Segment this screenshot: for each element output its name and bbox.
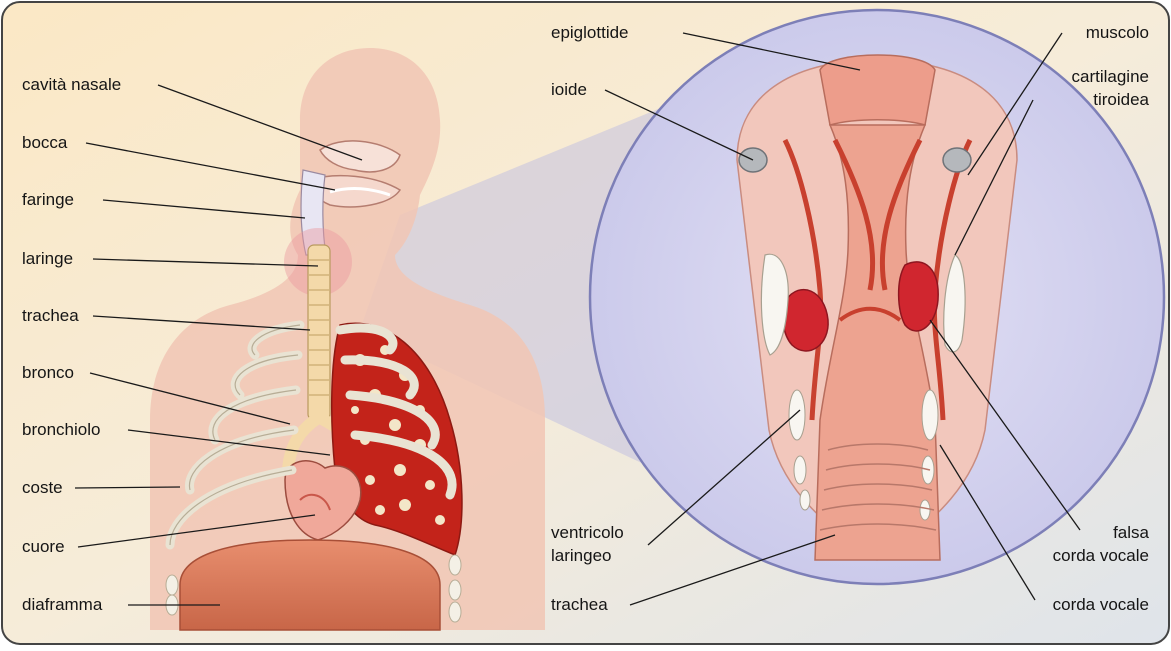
label-bronchiolo: bronchiolo	[22, 419, 100, 441]
label-corda-vocale: corda vocale	[1053, 594, 1149, 616]
larynx-inset	[590, 10, 1164, 584]
label-laringeo: laringeo	[551, 545, 612, 567]
label-coste: coste	[22, 477, 63, 499]
label-muscolo: muscolo	[1086, 22, 1149, 44]
label-laringe: laringe	[22, 248, 73, 270]
label-ventricolo: ventricolo	[551, 522, 624, 544]
label-bocca: bocca	[22, 132, 67, 154]
false-vocal-cord-right	[899, 262, 939, 331]
trachea-shape	[308, 245, 330, 420]
label-faringe: faringe	[22, 189, 74, 211]
diaphragm-shape	[180, 540, 440, 630]
label-falsa: falsa	[1113, 522, 1149, 544]
label-cuore: cuore	[22, 536, 65, 558]
label-bronco: bronco	[22, 362, 74, 384]
label-ioide: ioide	[551, 79, 587, 101]
hyoid-right	[943, 148, 971, 172]
label-trachea: trachea	[22, 305, 79, 327]
label-inset-trachea: trachea	[551, 594, 608, 616]
label-diaframma: diaframma	[22, 594, 102, 616]
label-corda-vocale-falsa: corda vocale	[1053, 545, 1149, 567]
label-cartilagine: cartilagine	[1072, 66, 1150, 88]
label-epiglottide: epiglottide	[551, 22, 629, 44]
label-cavita-nasale: cavità nasale	[22, 74, 121, 96]
label-tiroidea: tiroidea	[1093, 89, 1149, 111]
